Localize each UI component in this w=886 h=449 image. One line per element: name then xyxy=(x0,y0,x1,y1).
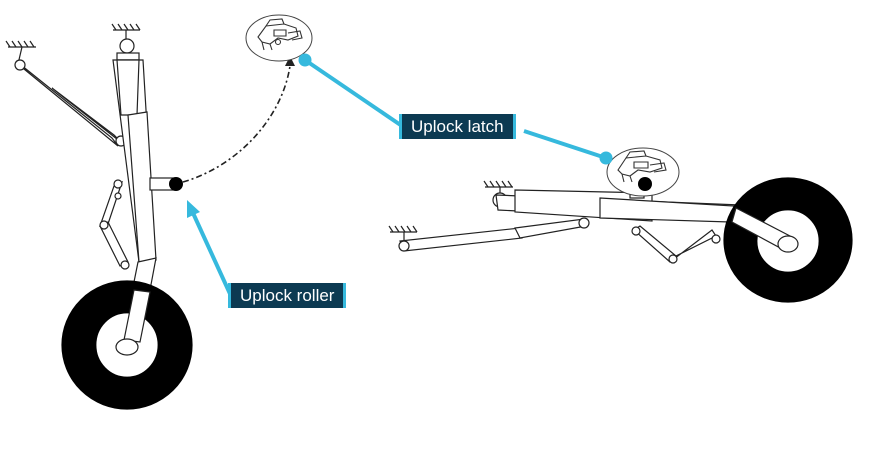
main-strut-retracted xyxy=(492,185,741,223)
uplock-latch-detail-upper xyxy=(245,14,313,62)
right-wheel xyxy=(723,177,853,303)
retraction-path-arrowhead xyxy=(285,56,295,66)
latch-leader-upper-dot xyxy=(298,53,312,67)
retraction-path xyxy=(182,65,291,183)
roller-leader xyxy=(191,212,233,297)
uplock-latch-detail-lower xyxy=(606,147,680,197)
retraction-actuator-retracted xyxy=(398,217,590,252)
latch-leader-lower xyxy=(523,129,607,160)
uplock-roller-engaged xyxy=(638,177,652,191)
retraction-actuator xyxy=(14,59,127,147)
anchor-top-strut xyxy=(111,23,141,40)
latch-leader-lower-dot xyxy=(599,151,613,165)
uplock-roller-label: Uplock roller xyxy=(228,283,347,308)
extended-gear xyxy=(5,23,193,410)
torque-links xyxy=(99,179,130,270)
retracted-gear xyxy=(388,177,853,303)
latch-leader-upper xyxy=(303,58,404,128)
anchor-right-actuator xyxy=(388,225,418,240)
roller-leader-arrowhead xyxy=(187,200,200,218)
callout-leaders xyxy=(187,53,613,297)
torque-links-retracted xyxy=(631,225,721,264)
anchor-right-strut xyxy=(483,180,513,195)
uplock-latch-label: Uplock latch xyxy=(399,114,516,139)
uplock-roller-dot xyxy=(169,177,183,191)
left-wheel xyxy=(61,280,193,410)
anchor-top-left xyxy=(5,40,36,65)
main-strut xyxy=(112,38,177,293)
